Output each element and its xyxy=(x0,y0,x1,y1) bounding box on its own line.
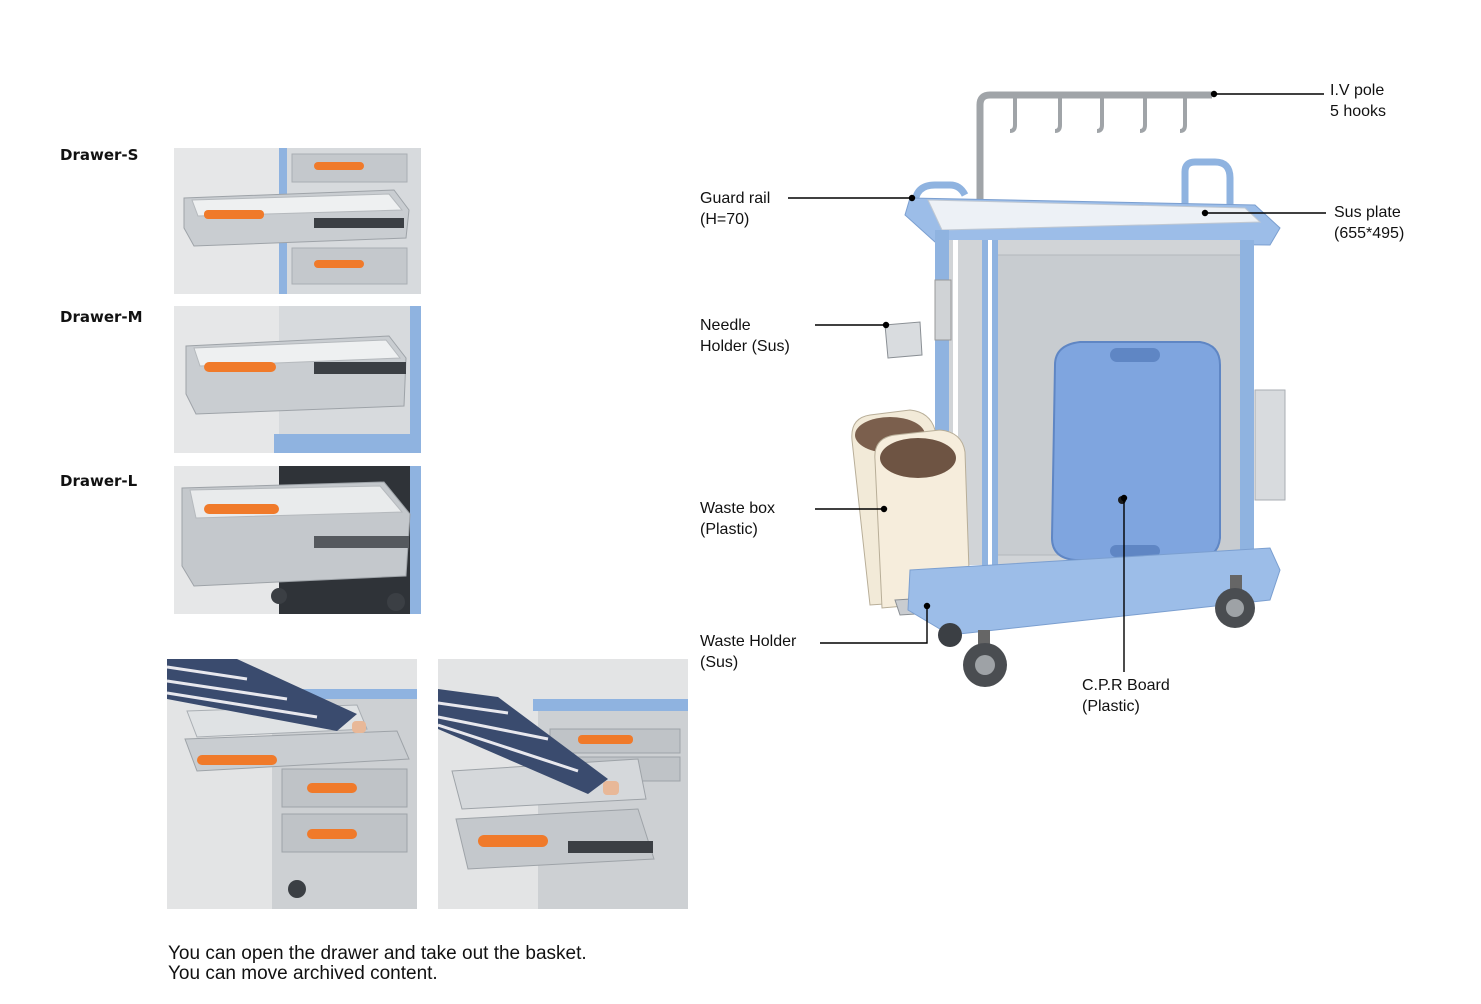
drawer-l-photo xyxy=(174,466,421,614)
sus-plate-dot xyxy=(1201,209,1209,217)
waste-box-label: Waste box (Plastic) xyxy=(700,500,775,538)
iv-pole-label: I.V pole 5 hooks xyxy=(1330,82,1387,120)
drawer-l-label: Drawer-L xyxy=(60,472,138,490)
iv-pole-dot xyxy=(1210,90,1218,98)
sus-plate-label: Sus plate (655*495) xyxy=(1334,204,1405,242)
waste-holder-label: Waste Holder (Sus) xyxy=(700,633,797,671)
drawer-m-photo xyxy=(174,306,421,453)
guard-rail-dot xyxy=(908,194,916,202)
guard-rail-label: Guard rail (H=70) xyxy=(700,190,771,228)
cpr-board-label: C.P.R Board (Plastic) xyxy=(1082,677,1170,715)
waste-box-dot xyxy=(880,505,888,513)
drawer-s-photo xyxy=(174,148,421,294)
medical-trolley-photo xyxy=(840,80,1300,700)
cpr-board-dot xyxy=(1120,494,1128,502)
drawer-m-label: Drawer-M xyxy=(60,308,143,326)
remove-basket-photo xyxy=(438,659,688,909)
drawer-s-label: Drawer-S xyxy=(60,146,139,164)
needle-holder-label: Needle Holder (Sus) xyxy=(700,317,790,355)
needle-holder-dot xyxy=(882,321,890,329)
waste-holder-line xyxy=(820,606,928,644)
waste-holder-dot xyxy=(923,602,931,610)
usage-caption: You can open the drawer and take out the… xyxy=(168,943,587,984)
open-drawer-photo xyxy=(167,659,417,909)
